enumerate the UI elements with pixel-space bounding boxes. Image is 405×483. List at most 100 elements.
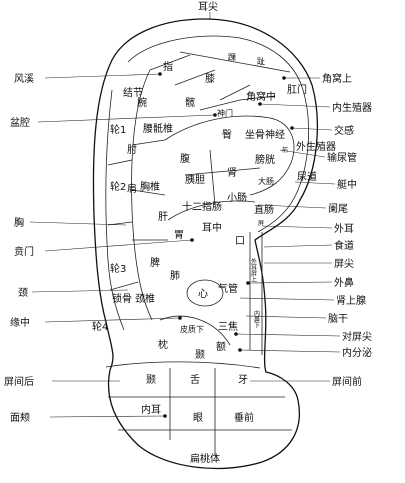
concha-upper-line — [164, 115, 295, 196]
region-she: 舌 — [190, 374, 200, 386]
region-lun1: 轮1 — [110, 123, 126, 136]
point-yuanzhong — [178, 316, 182, 320]
label-right-2: 内生殖器 — [332, 101, 372, 114]
region-biantaoti: 扁桃体 — [190, 452, 220, 465]
label-right-6: 阑尾 — [328, 202, 348, 215]
region-chuiqian: 垂前 — [234, 411, 254, 424]
antihelix-line — [131, 69, 153, 321]
region-shenmen: 神门 — [217, 108, 233, 118]
region-line-4 — [184, 149, 261, 206]
label-right-9: 屏尖 — [334, 257, 354, 270]
region-xin: 心 — [198, 288, 208, 300]
region-kuan: 髋 — [185, 96, 195, 109]
region-ping: 屏 — [258, 220, 264, 227]
region-gangmen: 肛门 — [287, 83, 307, 96]
leader-yuanzhong — [44, 317, 181, 323]
label-left-5: 颈 — [18, 287, 28, 299]
label-left-8: 面颊 — [10, 411, 30, 424]
region-erzhong: 耳中 — [202, 221, 222, 234]
region-kou: 口 — [235, 236, 245, 247]
cymba-line — [199, 95, 276, 111]
label-left-7: 屏间后 — [4, 375, 34, 388]
region-jingzhui: 颈椎 — [135, 292, 155, 305]
leader-penqiang — [37, 114, 216, 123]
region-qiguan: 气管 — [218, 282, 238, 295]
region-zhou: 肘 — [127, 143, 137, 156]
helix-inner-line — [127, 35, 309, 233]
region-biduan: 内鼻下 — [253, 309, 260, 329]
region-lun2: 轮2 — [110, 180, 126, 193]
region-dachang: 大肠 — [258, 176, 274, 186]
region-yidan: 胰胆 — [185, 173, 205, 186]
ear-outline — [92, 18, 318, 470]
region-shen: 肾 — [227, 167, 237, 179]
region-yaodizhui: 腰骶椎 — [143, 122, 173, 135]
region-lun3: 轮3 — [110, 262, 126, 275]
point-jiaogan — [290, 126, 294, 130]
region-jian: 肩 — [127, 182, 137, 195]
region-tun: 臀 — [222, 129, 232, 141]
label-left-6: 缘中 — [10, 316, 30, 329]
label-right-3: 交感 — [334, 124, 354, 137]
region-niaodao: 尿道 — [297, 170, 317, 183]
point-waibi — [246, 281, 250, 285]
region-lun4: 轮4 — [92, 320, 108, 333]
label-left-1: 风溪 — [14, 73, 34, 85]
region-yan: 眼 — [193, 412, 203, 424]
label-right-14: 内分泌 — [342, 346, 372, 359]
region-jiaowozhong-1: 角窝中 — [246, 90, 276, 103]
region-qian: 前 — [282, 146, 288, 154]
point-neifenmi — [238, 348, 242, 352]
region-jiejie: 结节 — [123, 86, 143, 99]
region-suogu: 锁骨 — [112, 292, 132, 305]
label-top: 耳尖 — [198, 0, 218, 13]
point-jiaowoshang — [282, 76, 286, 80]
region-pizhixia: 皮质下 — [180, 324, 204, 334]
label-right-5: 艇中 — [337, 178, 357, 191]
region-fu: 腹 — [180, 152, 190, 165]
label-right-13: 对屏尖 — [342, 330, 372, 343]
label-right-10: 外鼻 — [334, 276, 354, 289]
point-benmen — [190, 238, 194, 242]
leader-right — [235, 77, 341, 382]
label-right-15: 屏间前 — [332, 375, 362, 388]
region-pi: 脾 — [150, 256, 160, 269]
region-zhichang: 直肠 — [254, 203, 274, 216]
region-pangguang: 膀胱 — [255, 153, 275, 166]
region-erpingshang: 外耳屏上 — [250, 257, 257, 282]
point-fengxi — [158, 72, 162, 76]
leader-fengxi — [44, 73, 161, 79]
region-zuogushenjing: 坐骨神经 — [245, 128, 285, 141]
triangular-fossa-line — [179, 51, 291, 73]
region-zhen: 枕 — [158, 338, 168, 351]
label-left-3: 胸 — [14, 216, 24, 229]
region-zhi2: 趾 — [257, 57, 265, 66]
region-xiongzhui: 胸椎 — [140, 180, 160, 193]
region-zhi: 指 — [163, 60, 173, 73]
leader-xiong — [29, 221, 127, 226]
scapha-line — [105, 89, 125, 331]
point-neishengzhiqi — [258, 102, 262, 106]
label-right-8: 食道 — [334, 239, 354, 252]
region-line-3 — [149, 54, 251, 101]
region-shierzhichang: 十二指肠 — [182, 200, 222, 213]
leader-benmen — [44, 239, 193, 252]
leader-mianjia — [49, 415, 166, 418]
region-wan: 腕 — [137, 96, 147, 109]
region-line-1 — [131, 139, 168, 241]
label-right-7: 外耳 — [334, 223, 354, 235]
label-left-2: 盆腔 — [10, 116, 30, 129]
region-ya: 牙 — [238, 374, 248, 386]
point-duipingjian — [234, 332, 238, 336]
region-gui: 踝 — [228, 53, 236, 62]
label-left-4: 贲门 — [14, 245, 34, 258]
point-mianjia — [163, 414, 167, 418]
region-mian: 颞 — [146, 374, 156, 386]
point-penqiang — [213, 113, 217, 117]
concha-lower-line — [167, 200, 256, 221]
region-wei: 胃 — [174, 229, 184, 241]
region-gan: 肝 — [158, 211, 168, 223]
label-right-11: 肾上腺 — [336, 294, 366, 307]
label-right-12: 脑干 — [328, 312, 348, 325]
